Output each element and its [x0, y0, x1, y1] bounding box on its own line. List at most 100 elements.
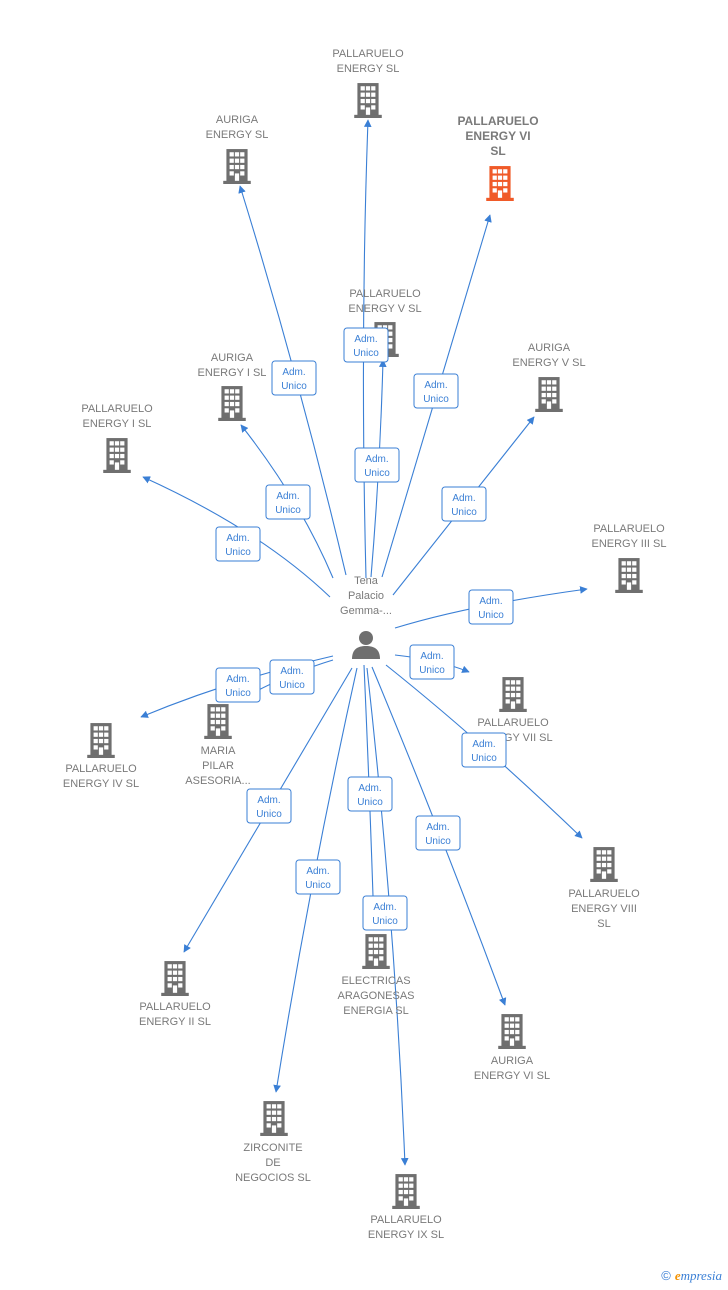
brand-initial: e [674, 1268, 681, 1283]
company-label-line: ENERGY IV SL [63, 778, 139, 790]
edge-label-auriga-energy[interactable]: Adm.Unico [271, 360, 317, 396]
edge-label-box [415, 815, 461, 851]
center-person-node[interactable]: TenaPalacioGemma-... [340, 575, 392, 659]
person-label-line: Gemma-... [340, 605, 392, 617]
company-node-pallaruelo-energy-iv[interactable]: PALLARUELO ENERGY IV SL [63, 723, 139, 790]
company-label-line: ENERGY VIII [571, 903, 637, 915]
company-node-maria-pilar-asesoria[interactable]: MARIA PILAR ASESORIA... [185, 704, 251, 787]
edge-label-box [354, 447, 400, 483]
edge-label-line: Unico [256, 809, 282, 820]
edge-label-line: Unico [275, 505, 301, 516]
edge-label-pallaruelo-energy-iv[interactable]: Adm.Unico [215, 667, 261, 703]
edge-label-electricas-aragonesas[interactable]: Adm.Unico [347, 776, 393, 812]
edge-label-line: Unico [357, 797, 383, 808]
company-node-pallaruelo-energy-ii[interactable]: PALLARUELO ENERGY II SL [139, 961, 211, 1028]
edge-label-pallaruelo-energy-i[interactable]: Adm.Unico [215, 526, 261, 562]
edge-label-pallaruelo-energy-ix[interactable]: Adm. Unico [362, 895, 408, 931]
company-label-line: PALLARUELO [370, 1214, 442, 1226]
company-label-line: ASESORIA... [185, 775, 250, 787]
company-label-line: ENERGY VI SL [474, 1070, 550, 1082]
company-label-line: DE [265, 1157, 280, 1169]
edge-label-pallaruelo-energy-ii[interactable]: Adm.Unico [246, 788, 292, 824]
edge-label-box [215, 526, 261, 562]
building-icon [161, 961, 189, 996]
building-icon [87, 723, 115, 758]
empresia-logo: ©empresia [661, 1268, 722, 1284]
edge-label-auriga-energy-i[interactable]: Adm. Unico [265, 484, 311, 520]
edge-label-line: Adm. [365, 454, 388, 465]
edge-label-box [295, 859, 341, 895]
brand-name: mpresia [680, 1268, 722, 1283]
edge-label-line: Unico [478, 610, 504, 621]
person-label-line: Palacio [348, 590, 384, 602]
edge-label-pallaruelo-energy-vii[interactable]: Adm.Unico [409, 644, 455, 680]
company-label-line: PALLARUELO [139, 1001, 211, 1013]
person-icon [352, 631, 380, 659]
building-icon [103, 438, 131, 473]
building-icon [204, 704, 232, 739]
edge-label-box [468, 589, 514, 625]
company-label-line: AURIGA [211, 352, 254, 364]
edge-label-line: Unico [279, 680, 305, 691]
edge-label-box [362, 895, 408, 931]
building-icon [392, 1174, 420, 1209]
company-label-line: PALLARUELO [65, 763, 137, 775]
edge-label-line: Unico [372, 916, 398, 927]
edge-label-box [409, 644, 455, 680]
building-icon [615, 558, 643, 593]
company-label-line: NEGOCIOS SL [235, 1172, 311, 1184]
building-icon [223, 149, 251, 184]
company-label-line: ENERGY V SL [348, 303, 421, 315]
edge-label-line: Adm. [420, 651, 443, 662]
edge-label-pallaruelo-energy-vi[interactable]: Adm.Unico [413, 373, 459, 409]
edge-label-line: Adm. [479, 596, 502, 607]
company-label-line: PALLARUELO [477, 717, 549, 729]
company-label-line: SL [490, 144, 505, 158]
edge-label-pallaruelo-energy-iii[interactable]: Adm. Unico [468, 589, 514, 625]
edge-label-line: Adm. [373, 902, 396, 913]
edge-label-line: Adm. [354, 334, 377, 345]
company-label-line: ARAGONESAS [337, 990, 414, 1002]
company-label-line: ENERGY III SL [592, 538, 667, 550]
edge-label-line: Adm. [276, 491, 299, 502]
edge-label-pallaruelo-energy-viii[interactable]: Adm.Unico [461, 732, 507, 768]
edge-label-line: Unico [305, 880, 331, 891]
building-icon [498, 1014, 526, 1049]
edge-label-line: Unico [451, 507, 477, 518]
company-label-line: ENERGY II SL [139, 1016, 211, 1028]
company-label-line: PILAR [202, 760, 234, 772]
edge-label-zirconite-de-negocios[interactable]: Adm.Unico [295, 859, 341, 895]
edge-label-pallaruelo-energy-v[interactable]: Adm.Unico [354, 447, 400, 483]
edge-label-line: Unico [225, 688, 251, 699]
edge-label-line: Adm. [226, 533, 249, 544]
copyright-symbol: © [661, 1268, 671, 1283]
edge-label-box [347, 776, 393, 812]
building-icon [486, 166, 514, 201]
company-label-line: MARIA [201, 745, 237, 757]
edge-label-line: Unico [425, 836, 451, 847]
edge-label-auriga-energy-v[interactable]: Adm.Unico [441, 486, 487, 522]
edge-label-line: Adm. [280, 666, 303, 677]
edge-label-maria-pilar-asesoria[interactable]: Adm. Unico [269, 659, 315, 695]
edge-label-pallaruelo-energy[interactable]: Adm.Unico [343, 327, 389, 363]
edge-label-box [269, 659, 315, 695]
edge-label-line: Adm. [282, 367, 305, 378]
edge-label-auriga-energy-vi[interactable]: Adm.Unico [415, 815, 461, 851]
company-label-line: ELECTRICAS [341, 975, 410, 987]
